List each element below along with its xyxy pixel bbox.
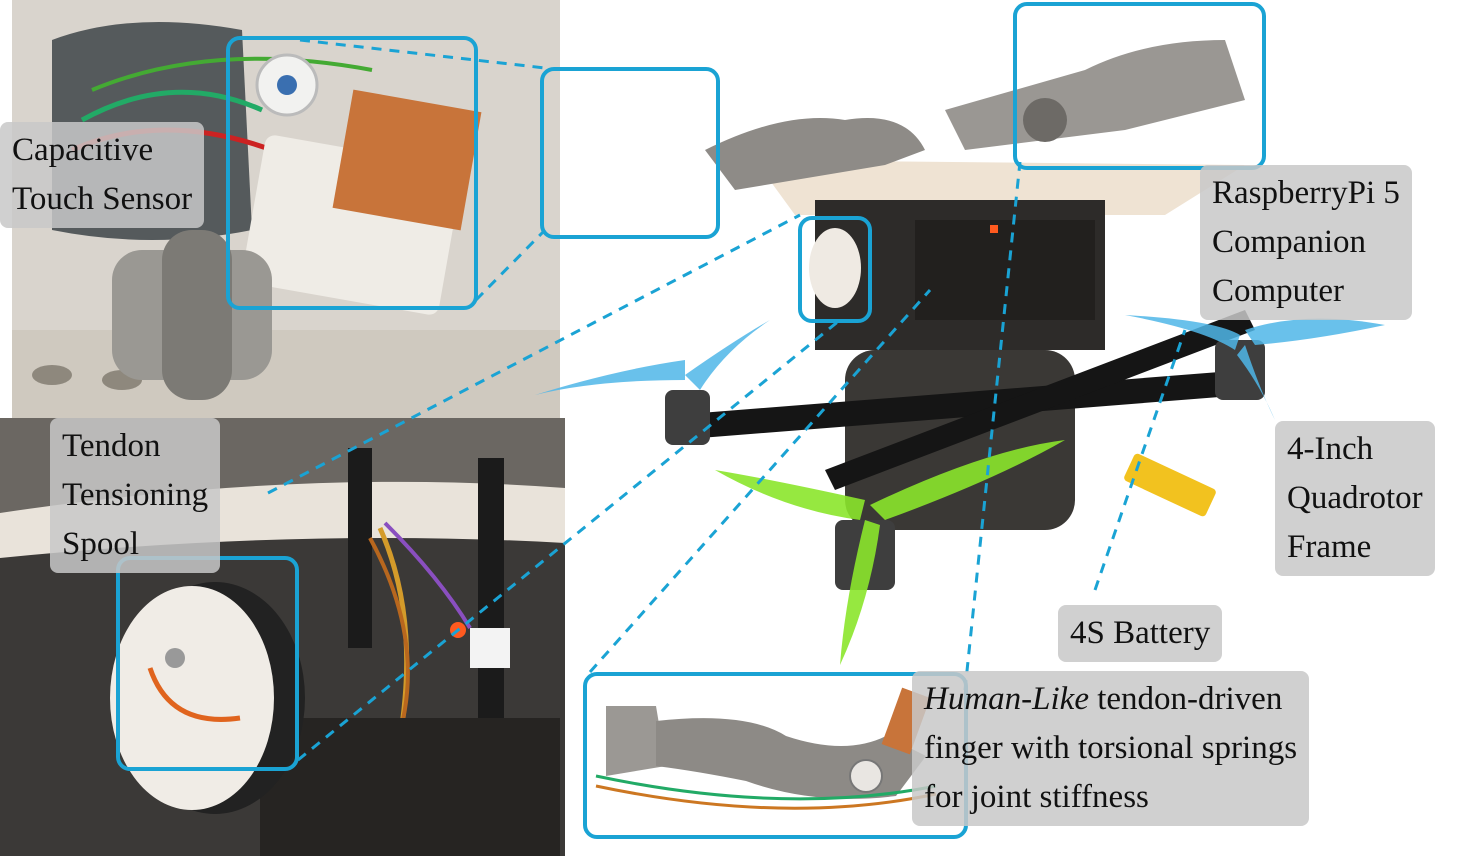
label-finger-rest: finger with torsional springs for joint … xyxy=(924,730,1298,815)
label-quad-frame: 4-Inch Quadrotor Frame xyxy=(1275,421,1435,576)
label-finger-italic: Human-Like xyxy=(924,681,1089,717)
highlight-finger xyxy=(583,672,968,839)
highlight-gripper-top xyxy=(1013,2,1266,170)
highlight-spool-drone xyxy=(798,216,872,323)
highlight-touch-sensor-inset xyxy=(226,36,478,310)
label-finger: Human-Like tendon-driven finger with tor… xyxy=(912,671,1310,826)
highlight-touch-sensor-drone xyxy=(540,67,720,239)
label-tendon-spool: Tendon Tensioning Spool xyxy=(50,418,221,573)
highlight-spool-inset xyxy=(116,556,299,771)
label-battery: 4S Battery xyxy=(1058,605,1223,662)
label-raspberry-pi: RaspberryPi 5 Companion Computer xyxy=(1200,165,1412,320)
label-touch-sensor: Capacitive Touch Sensor xyxy=(0,122,205,228)
label-finger-line1: tendon-driven xyxy=(1088,681,1283,717)
